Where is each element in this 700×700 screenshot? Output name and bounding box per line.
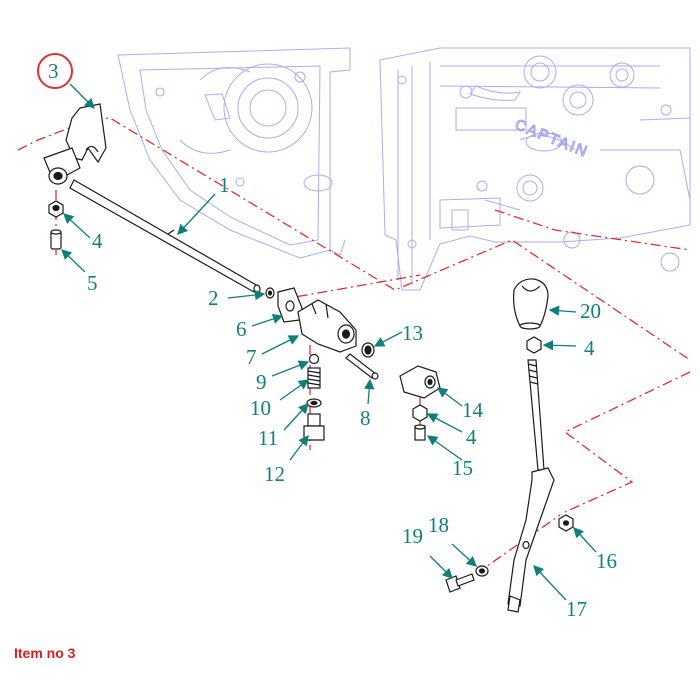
item-caption: Item no 3 [14,645,76,661]
callout-17: 17 [566,597,587,621]
nut-part-16 [558,514,574,532]
nut-part-4-upper [48,200,64,218]
pin-part-8 [345,353,379,380]
callout-9: 9 [256,370,267,394]
nut-part-4-right [526,336,542,354]
gear-lever-part-17 [507,359,555,613]
callout-11: 11 [258,426,278,450]
callout-10: 10 [250,396,271,420]
callout-20: 20 [580,299,601,323]
callout-18: 18 [428,513,449,537]
washer-part-18 [475,565,489,577]
callout-16: 16 [596,549,617,573]
callout-19: 19 [402,524,423,548]
callout-6: 6 [236,317,247,341]
callout-labels: 3 1 4 5 2 6 7 9 10 11 12 8 13 14 4 15 20… [48,59,617,621]
callout-4-upper-left: 4 [92,229,103,253]
bolt-part-15 [414,424,426,441]
callout-15: 15 [452,456,473,480]
shift-fork-part-3 [43,103,107,185]
callout-14: 14 [462,398,484,422]
callout-1: 1 [219,173,230,197]
callout-12: 12 [264,462,285,486]
leader-lines [61,83,597,601]
bolt-part-5 [50,229,62,250]
callout-13: 13 [402,321,423,345]
nut-part-4-middle [412,404,428,422]
callout-7: 7 [246,345,257,369]
o-ring-part-13 [361,342,375,358]
plug-bolt-part-12 [303,413,325,441]
spring-part-10 [307,367,321,389]
knob-part-20 [513,278,549,330]
callout-3: 3 [48,59,59,83]
callout-4-right: 4 [584,336,595,360]
clamp-block-part-14 [399,365,441,399]
ball-part-9 [308,353,320,365]
engine-housing-background [117,47,691,291]
callout-5: 5 [87,271,98,295]
washer-part-11 [306,398,322,408]
callout-8: 8 [360,406,371,430]
washer-part-2 [265,287,275,299]
callout-4-middle: 4 [466,425,477,449]
shifter-housing-part-7 [297,299,357,353]
callout-2: 2 [208,286,219,310]
callout-3-highlight-circle [37,53,73,89]
